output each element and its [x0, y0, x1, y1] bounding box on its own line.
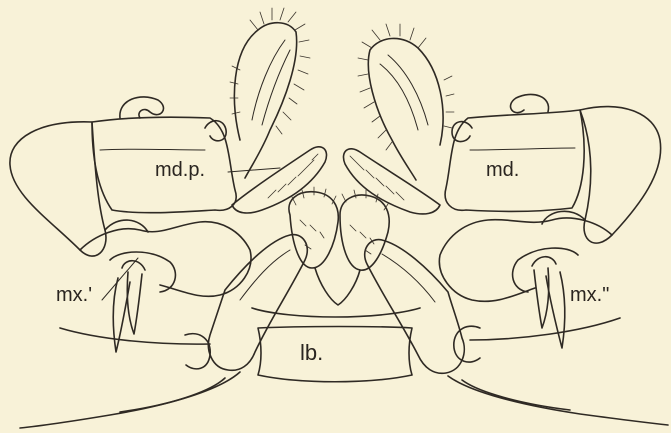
left-top-curl: [120, 97, 164, 118]
md-p-leader: [228, 168, 280, 172]
left-whip: [20, 372, 240, 428]
right-mandibular-palp: [368, 38, 443, 180]
left-mandibular-palp: [234, 23, 296, 178]
label-first-maxilla: mx.': [56, 285, 92, 305]
left-mandible-lobe: [232, 147, 327, 213]
right-whip: [448, 376, 668, 425]
left-palp-hairs: [230, 8, 310, 134]
left-second-maxilla: [208, 235, 307, 371]
right-second-maxilla: [365, 240, 465, 374]
right-top-curl: [511, 94, 549, 112]
left-mx-leader: [102, 258, 138, 300]
centre-parts: [252, 187, 420, 382]
label-mandibular-palp: md.p.: [155, 160, 205, 180]
left-mouthparts: [10, 8, 327, 428]
label-labium: lb.: [300, 342, 323, 364]
right-mandible-lobe: [343, 149, 440, 214]
left-outer-lobe: [10, 122, 106, 256]
left-central-brush: [289, 192, 338, 268]
label-mandible: md.: [486, 160, 519, 180]
right-mouthparts: [343, 24, 668, 425]
left-maxilla-claw-2: [127, 272, 142, 334]
labium-plate: [258, 327, 412, 382]
label-second-maxilla: mx.": [570, 285, 609, 305]
